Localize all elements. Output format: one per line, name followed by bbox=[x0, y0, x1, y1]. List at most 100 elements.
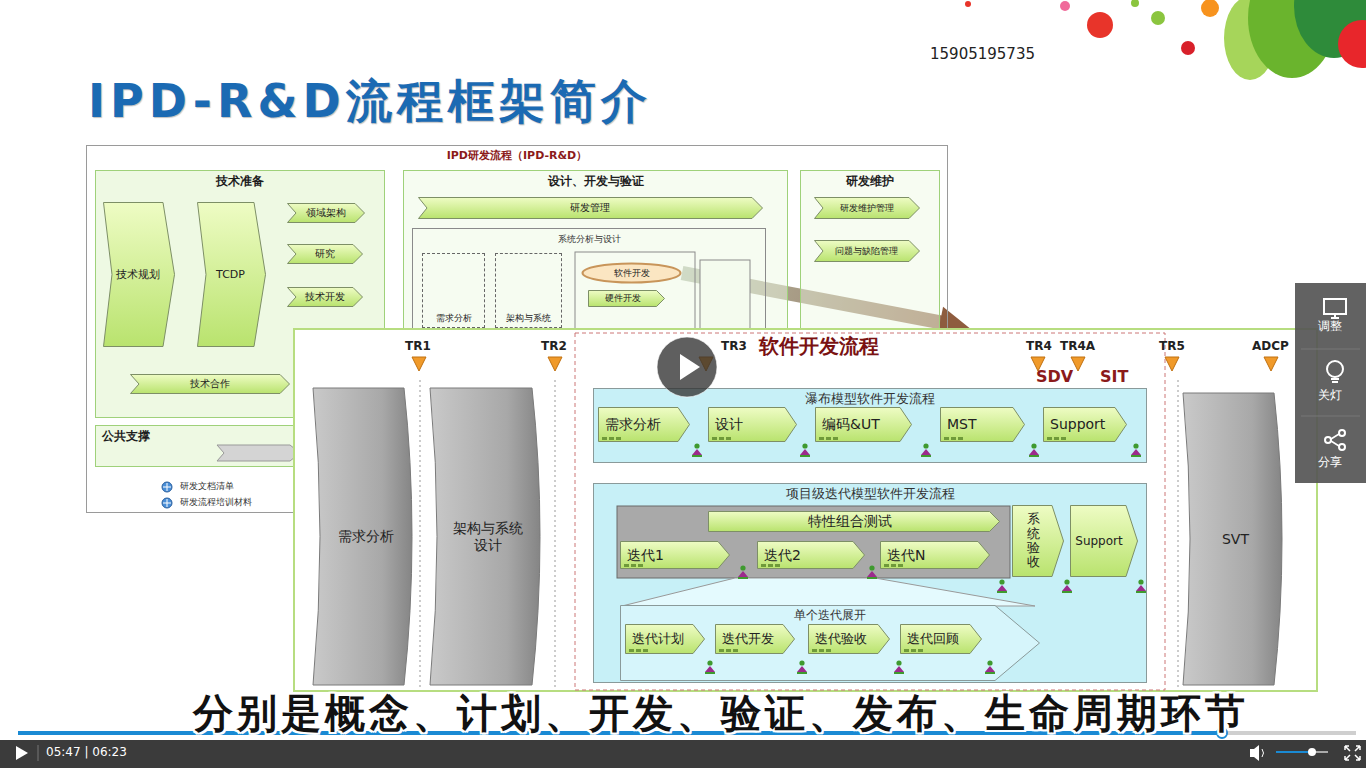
node-label: 迭代回顾 bbox=[907, 631, 959, 647]
decor-dot bbox=[965, 1, 971, 7]
subtitle-slot: 分别是概念、计划、开发、验证、发布、生命周期环节 bbox=[183, 693, 1258, 733]
step-chevron: 技术开发 bbox=[287, 287, 363, 307]
node-label: 设计 bbox=[715, 416, 743, 433]
panel-button-label: 分享 bbox=[1318, 455, 1342, 469]
node-label: 项目级迭代模型软件开发流程 bbox=[786, 486, 955, 502]
step-chevron: 问题与缺陷管理 bbox=[814, 240, 920, 262]
node-label: 架构与系统 bbox=[506, 313, 551, 324]
node-label: 架构与系统设计 bbox=[450, 520, 526, 554]
milestone-label: TR5 bbox=[1159, 339, 1185, 353]
decor-dot bbox=[1087, 12, 1113, 38]
link-text: 研发流程培训材料 bbox=[180, 497, 252, 508]
decor-dot bbox=[1151, 11, 1165, 25]
node-label: 迭代2 bbox=[764, 547, 801, 564]
link-icon bbox=[163, 499, 171, 507]
decor-dot bbox=[1338, 20, 1366, 68]
node-label: Support bbox=[1075, 534, 1122, 548]
node-label: 需求分析 bbox=[605, 416, 661, 433]
node-label: 领域架构 bbox=[306, 207, 346, 219]
node-label: Support bbox=[1050, 416, 1105, 433]
milestone-label: TR4 bbox=[1026, 339, 1052, 353]
panel-icons bbox=[1295, 283, 1366, 483]
volume-track bbox=[1276, 751, 1328, 753]
panel-button-label-slot: 分享 bbox=[1318, 455, 1342, 469]
test-phase-label-slot: SIT bbox=[1100, 369, 1128, 385]
model-box: 项目级迭代模型软件开发流程特性组合测试迭代1 迭代2 迭代N 系统验收 Support 单… bbox=[593, 483, 1147, 683]
milestone-label: TR1 bbox=[405, 339, 431, 353]
node-label: 迭代1 bbox=[627, 547, 664, 564]
step-chevron: 技术合作 bbox=[130, 374, 290, 394]
time-display: 05:47 | 06:23 bbox=[46, 745, 127, 759]
milestone-label-slot: TR4A bbox=[1060, 339, 1095, 353]
milestone-label: ADCP bbox=[1252, 339, 1289, 353]
step-chevron: 研究 bbox=[287, 244, 363, 264]
node-label: 研发维护管理 bbox=[840, 203, 894, 214]
test-phase-label: SDV bbox=[1036, 369, 1073, 385]
node-label: 技术开发 bbox=[305, 291, 345, 303]
node-label: 瀑布模型软件开发流程 bbox=[805, 391, 935, 407]
node-label: 硬件开发 bbox=[605, 293, 641, 304]
step-chevron: Support bbox=[1043, 407, 1127, 442]
node-label: TCDP bbox=[216, 268, 245, 281]
node-label: 设计、开发与验证 bbox=[548, 174, 644, 188]
node-label: 技术合作 bbox=[190, 378, 230, 390]
step-chevron: 系统验收 bbox=[1012, 505, 1064, 577]
milestone-label-slot: TR1 bbox=[405, 339, 431, 353]
phase-section: 研发维护研发维护管理问题与缺陷管理 bbox=[800, 170, 940, 340]
node-label: 系统分析与设计 bbox=[558, 234, 621, 245]
highlight-oval: 软件开发 bbox=[581, 262, 682, 284]
step-chevron: 迭代2 bbox=[757, 541, 865, 569]
node-label: 研发维护 bbox=[846, 174, 894, 188]
phone-number-slot: 15905195735 bbox=[930, 45, 1035, 63]
step-chevron: 硬件开发 bbox=[588, 290, 665, 307]
node-label: SVT bbox=[1222, 531, 1249, 548]
test-phase-label: SIT bbox=[1100, 369, 1128, 385]
volume-icon bbox=[1250, 745, 1259, 761]
decor-dot bbox=[1060, 1, 1070, 11]
zoom-frame: 软件开发流程需求分析架构与系统设计瀑布模型软件开发流程需求分析设计编码&UTMS… bbox=[293, 328, 1318, 692]
milestone-label: TR4A bbox=[1060, 339, 1095, 353]
expansion-pentagon: 单个迭代展开迭代计划迭代开发迭代验收迭代回顾 bbox=[620, 605, 1040, 681]
link-icon bbox=[163, 483, 171, 491]
test-phase-label-slot: SDV bbox=[1036, 369, 1073, 385]
step-chevron: 设计 bbox=[708, 407, 797, 442]
node-label: 迭代开发 bbox=[722, 631, 774, 647]
step-chevron: 迭代回顾 bbox=[900, 624, 982, 654]
volume-knob bbox=[1308, 748, 1316, 756]
node-label: 系统验收 bbox=[1027, 512, 1040, 569]
step-chevron: 研发管理 bbox=[418, 197, 763, 219]
node-label: 单个迭代展开 bbox=[794, 608, 866, 622]
link-icon bbox=[162, 498, 172, 508]
link-text-slot: 研发文档清单 bbox=[180, 481, 234, 492]
node-label: 研究 bbox=[315, 248, 335, 260]
control-bar bbox=[0, 740, 1366, 768]
node-label: IPD研发流程（IPD-R&D） bbox=[447, 149, 588, 162]
node-label: 编码&UT bbox=[822, 416, 880, 433]
slide-title-slot: IPD-R&D流程框架简介 bbox=[88, 74, 652, 129]
node-label: 迭代验收 bbox=[815, 631, 867, 647]
phone-number: 15905195735 bbox=[930, 45, 1035, 63]
play-icon bbox=[16, 746, 28, 760]
milestone-label: TR3 bbox=[721, 339, 747, 353]
step-chevron: 需求分析 bbox=[598, 407, 690, 442]
link-text: 研发文档清单 bbox=[180, 481, 234, 492]
stage-chevron: 架构与系统设计 bbox=[430, 388, 548, 685]
volume-level bbox=[1276, 751, 1312, 753]
step-chevron: MST bbox=[940, 407, 1025, 442]
step-chevron: TCDP bbox=[197, 202, 266, 347]
decor-dot bbox=[1201, 0, 1219, 17]
milestone-label-slot: TR2 bbox=[541, 339, 567, 353]
node-label: 需求分析 bbox=[338, 528, 394, 545]
step-chevron: 领域架构 bbox=[287, 203, 365, 223]
step-chevron: Support bbox=[1070, 505, 1138, 577]
link-text-slot: 研发流程培训材料 bbox=[180, 497, 252, 508]
panel-button-label: 关灯 bbox=[1318, 388, 1342, 402]
step-chevron: 迭代N bbox=[880, 541, 990, 569]
time-display-slot: 05:47 | 06:23 bbox=[46, 745, 127, 759]
node-label: 研发管理 bbox=[570, 202, 610, 214]
node-label: 特性组合测试 bbox=[808, 513, 892, 530]
slide-title: IPD-R&D流程框架简介 bbox=[88, 74, 652, 129]
panel-button-label-slot: 关灯 bbox=[1318, 388, 1342, 402]
dashed-box: 架构与系统 bbox=[495, 253, 562, 328]
node-label: 公共支撑 bbox=[102, 429, 150, 443]
